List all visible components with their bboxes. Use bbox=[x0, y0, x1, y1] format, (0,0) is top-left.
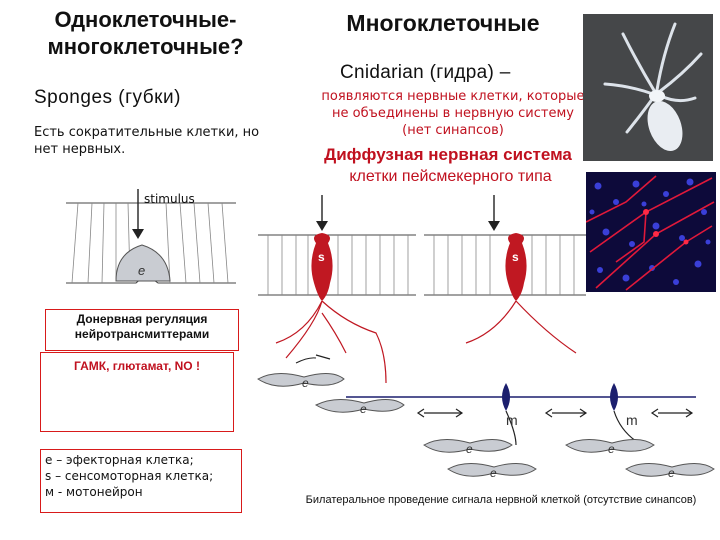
pacemaker-cells: клетки пейсмекерного типа bbox=[349, 168, 552, 185]
effector-label: e bbox=[360, 402, 367, 416]
motor-label: m bbox=[626, 412, 638, 428]
caption: Билатеральное проведение сигнала нервной… bbox=[305, 494, 697, 506]
hydra-photo bbox=[583, 14, 713, 161]
effector-label: e bbox=[302, 376, 309, 390]
legend-item-effector: e – эфекторная клетка; bbox=[45, 453, 194, 467]
legend-item-motor: м - мотонейрон bbox=[45, 485, 143, 499]
effector-label: e bbox=[608, 442, 615, 456]
effector-cell bbox=[257, 373, 345, 387]
sponges-note: Есть сократительные клетки, но нет нервн… bbox=[34, 125, 260, 157]
sensory-label: s bbox=[512, 250, 519, 264]
sponge-effector-cell bbox=[115, 244, 171, 282]
title-left: Одноклеточные-многоклеточные? bbox=[47, 7, 244, 59]
diffuse-nervous-system: Диффузная нервная система bbox=[324, 145, 572, 164]
cnidarian-heading: Cnidarian (гидра) – bbox=[340, 62, 511, 83]
effector-cell bbox=[447, 463, 537, 477]
effector-label: e bbox=[138, 263, 145, 278]
motor-neuron bbox=[610, 383, 618, 411]
legend-box: e – эфекторная клетка; s – сенсомоторная… bbox=[40, 449, 242, 513]
cnidarian-note: появляются нервные клетки, которые не об… bbox=[321, 89, 585, 138]
prenervous-regulation-box: Донервная регуляция нейротрансмиттерами bbox=[45, 309, 239, 351]
motor-label: m bbox=[506, 412, 518, 428]
neurons-fluorescence-photo bbox=[586, 172, 716, 292]
motor-neuron bbox=[502, 383, 510, 411]
effector-label: e bbox=[466, 442, 473, 456]
stimulus-label: stimulus bbox=[144, 192, 195, 206]
legend-item-sensory: s – сенсомоторная клетка; bbox=[45, 469, 214, 483]
title-right: Многоклеточные bbox=[346, 10, 540, 36]
panel-middle: s e e bbox=[257, 195, 416, 416]
effector-cell bbox=[565, 439, 655, 453]
neurotransmitters-box: ГАМК, глютамат, NO ! bbox=[40, 352, 234, 432]
sensory-label: s bbox=[318, 250, 325, 264]
sponges-heading: Sponges (губки) bbox=[34, 87, 181, 108]
effector-cell bbox=[423, 439, 513, 453]
effector-cell bbox=[314, 399, 405, 413]
panel-right: s m m e e e e bbox=[346, 195, 715, 480]
effector-label: e bbox=[490, 466, 497, 480]
effector-cell bbox=[625, 463, 715, 477]
nerve-conduction-diagram: e stimulus s e e bbox=[66, 189, 715, 480]
sensory-cell bbox=[311, 233, 333, 301]
effector-label: e bbox=[668, 466, 675, 480]
sensory-cell bbox=[505, 233, 527, 301]
